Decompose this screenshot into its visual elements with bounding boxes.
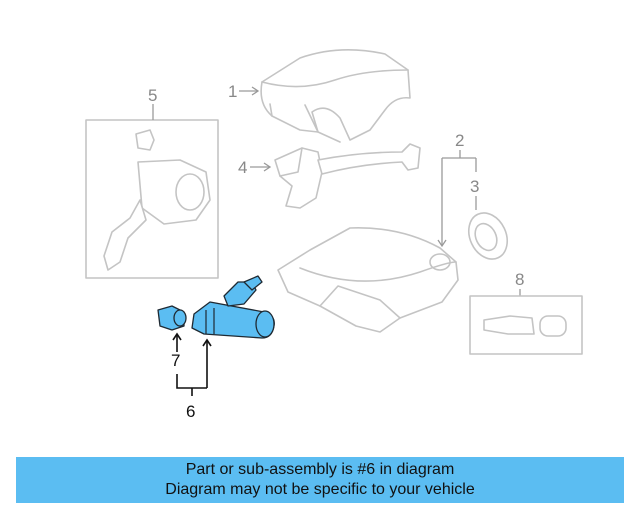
leader-line-2 [441,150,477,246]
callout-7: 7 [171,351,180,370]
callout-5: 5 [148,86,157,105]
info-banner: Part or sub-assembly is #6 in diagram Di… [16,457,624,503]
callout-2: 2 [455,131,464,150]
arrowhead-4 [263,162,272,172]
arrowhead-7 [172,332,182,341]
arrowhead-2 [437,239,447,248]
parts-diagram: 1 4 5 2 3 8 [85,49,583,421]
callout-3: 3 [470,177,479,196]
banner-line-disclaimer: Diagram may not be specific to your vehi… [165,481,475,498]
bracket-6 [176,374,207,396]
part-1-upper-shroud[interactable] [260,49,411,143]
part-8-key-cylinder-box[interactable] [469,295,583,355]
callout-6: 6 [186,402,195,421]
part-5-detail-box[interactable] [85,119,219,279]
callout-4: 4 [238,158,247,177]
arrowhead-1 [251,86,260,96]
part-7-lock-cylinder[interactable] [157,305,187,331]
part-2-lower-shroud[interactable] [277,227,459,333]
arrowhead-6 [202,338,212,347]
callout-8: 8 [515,270,524,289]
part-3-ring[interactable] [462,207,515,266]
banner-line-part-number: Part or sub-assembly is #6 in diagram [185,461,455,478]
part-6-ignition-lock-housing[interactable] [191,275,275,339]
part-4-combination-switch[interactable] [274,143,421,209]
callout-1: 1 [228,82,237,101]
